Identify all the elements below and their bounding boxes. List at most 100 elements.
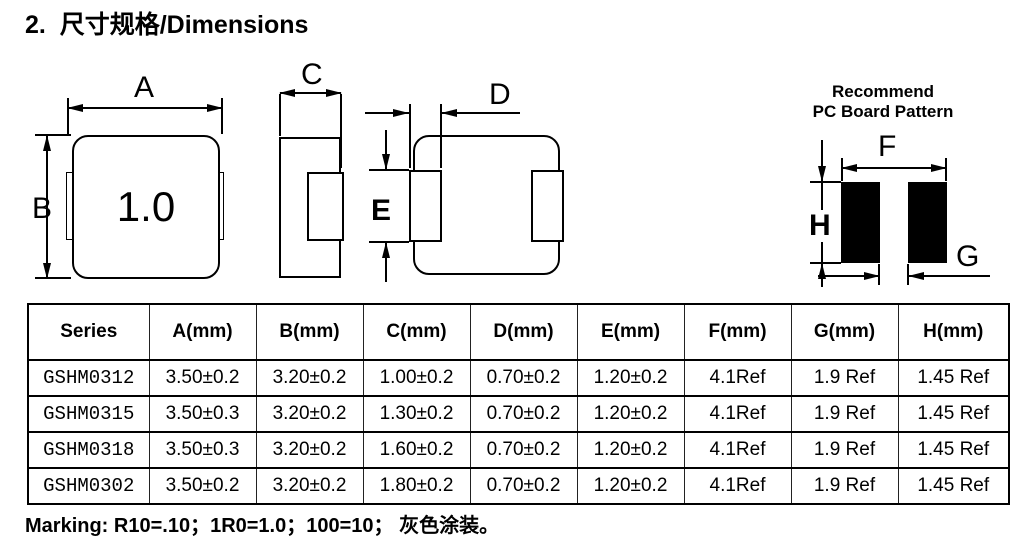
dim-f-arrow-left-icon (841, 164, 857, 172)
value-cell: 1.9 Ref (790, 467, 899, 505)
dimensions-table: Series A(mm) B(mm) C(mm) D(mm) E(mm) F(m… (27, 303, 1010, 505)
value-cell: 1.00±0.2 (362, 359, 471, 397)
value-cell: 3.20±0.2 (255, 431, 364, 469)
dim-e-line-top (385, 130, 387, 170)
series-cell: GSHM0315 (27, 395, 150, 433)
terminal-side (307, 172, 344, 241)
pcb-pattern-heading: Recommend PC Board Pattern (798, 82, 968, 122)
value-cell: 0.70±0.2 (469, 395, 578, 433)
dim-a-extension-right (221, 98, 223, 134)
dim-label-c: C (301, 58, 323, 91)
dim-b-line (46, 136, 48, 278)
column-header-a: A(mm) (148, 303, 257, 361)
dim-g-arrow-right-icon (864, 272, 880, 280)
dim-a-arrow-right-icon (207, 104, 223, 112)
value-cell: 4.1Ref (683, 431, 792, 469)
part-marking-text: 1.0 (116, 183, 176, 230)
dim-g-line-left (818, 275, 880, 277)
dim-g-line-right (908, 275, 990, 277)
value-cell: 4.1Ref (683, 359, 792, 397)
terminal-bottom-left (409, 170, 442, 242)
series-cell: GSHM0312 (27, 359, 150, 397)
value-cell: 4.1Ref (683, 395, 792, 433)
dim-g-extension-left (878, 264, 880, 285)
table-row: GSHM0312 3.50±0.2 3.20±0.2 1.00±0.2 0.70… (27, 359, 1010, 397)
dim-d-line-left (365, 112, 409, 114)
dim-label-f: F (878, 130, 897, 163)
dim-d-arrow-right-icon (393, 109, 409, 117)
dim-b-extension-bottom (35, 277, 71, 279)
solder-pad-left (841, 182, 880, 263)
dim-g-arrow-left-icon (908, 272, 924, 280)
value-cell: 1.20±0.2 (576, 467, 685, 505)
dim-label-d: D (489, 78, 511, 111)
dim-c-extension-left (279, 94, 281, 136)
value-cell: 3.20±0.2 (255, 467, 364, 505)
column-header-e: E(mm) (576, 303, 685, 361)
value-cell: 3.50±0.2 (148, 359, 257, 397)
dim-h-arrow-up-icon (818, 263, 826, 279)
column-header-h: H(mm) (897, 303, 1010, 361)
dim-f-extension-left (841, 158, 843, 181)
dim-f-line (842, 167, 946, 169)
dim-h-arrow-down-icon (818, 166, 826, 182)
column-header-b: B(mm) (255, 303, 364, 361)
dim-a-line (68, 107, 222, 109)
value-cell: 1.45 Ref (897, 431, 1010, 469)
solder-pad-right (908, 182, 947, 263)
value-cell: 0.70±0.2 (469, 431, 578, 469)
dim-h-extension-top (810, 181, 841, 183)
value-cell: 0.70±0.2 (469, 467, 578, 505)
dim-e-arrow-down-icon (382, 154, 390, 170)
dim-label-g: G (956, 240, 980, 273)
dim-label-a: A (134, 71, 155, 104)
value-cell: 1.45 Ref (897, 467, 1010, 505)
value-cell: 3.20±0.2 (255, 395, 364, 433)
dim-f-arrow-right-icon (931, 164, 947, 172)
dim-e-arrow-up-icon (382, 242, 390, 258)
dim-d-line-right (441, 112, 520, 114)
column-header-series: Series (27, 303, 150, 361)
value-cell: 1.45 Ref (897, 395, 1010, 433)
series-cell: GSHM0318 (27, 431, 150, 469)
dim-f-extension-right (945, 158, 947, 181)
dim-d-arrow-left-icon (441, 109, 457, 117)
value-cell: 1.30±0.2 (362, 395, 471, 433)
value-cell: 3.50±0.2 (148, 467, 257, 505)
value-cell: 3.50±0.3 (148, 395, 257, 433)
dim-e-extension-bottom (369, 241, 409, 243)
dim-label-b: B (32, 192, 53, 225)
dim-c-extension-right (340, 94, 342, 168)
dim-label-e: E (371, 194, 392, 227)
dim-e-line-bottom (385, 242, 387, 282)
dim-h-extension-bottom (810, 262, 841, 264)
value-cell: 1.20±0.2 (576, 395, 685, 433)
value-cell: 1.45 Ref (897, 359, 1010, 397)
value-cell: 1.9 Ref (790, 431, 899, 469)
pcb-pattern-drawing: Recommend PC Board Pattern F H G (790, 82, 1028, 294)
dim-g-extension-right (907, 264, 909, 285)
component-body-front (72, 135, 220, 279)
value-cell: 0.70±0.2 (469, 359, 578, 397)
value-cell: 3.50±0.3 (148, 431, 257, 469)
value-cell: 1.20±0.2 (576, 431, 685, 469)
column-header-f: F(mm) (683, 303, 792, 361)
section-title: 2. 尺寸规格/Dimensions (25, 11, 309, 39)
value-cell: 1.9 Ref (790, 359, 899, 397)
dim-c-arrow-left-icon (279, 89, 295, 97)
dim-label-h: H (806, 210, 834, 242)
dim-b-extension-top (35, 134, 71, 136)
column-header-g: G(mm) (790, 303, 899, 361)
series-cell: GSHM0302 (27, 467, 150, 505)
dim-a-extension-left (67, 98, 69, 134)
table-row: GSHM0302 3.50±0.2 3.20±0.2 1.80±0.2 0.70… (27, 467, 1010, 505)
dim-b-arrow-up-icon (43, 135, 51, 151)
value-cell: 1.20±0.2 (576, 359, 685, 397)
table-row: GSHM0315 3.50±0.3 3.20±0.2 1.30±0.2 0.70… (27, 395, 1010, 433)
marking-note: Marking: R10=.10；1R0=1.0；100=10； 灰色涂装。 (25, 515, 500, 537)
value-cell: 4.1Ref (683, 467, 792, 505)
pcb-heading-line1: Recommend (831, 82, 935, 101)
dim-c-line (280, 92, 341, 94)
dim-a-arrow-left-icon (67, 104, 83, 112)
